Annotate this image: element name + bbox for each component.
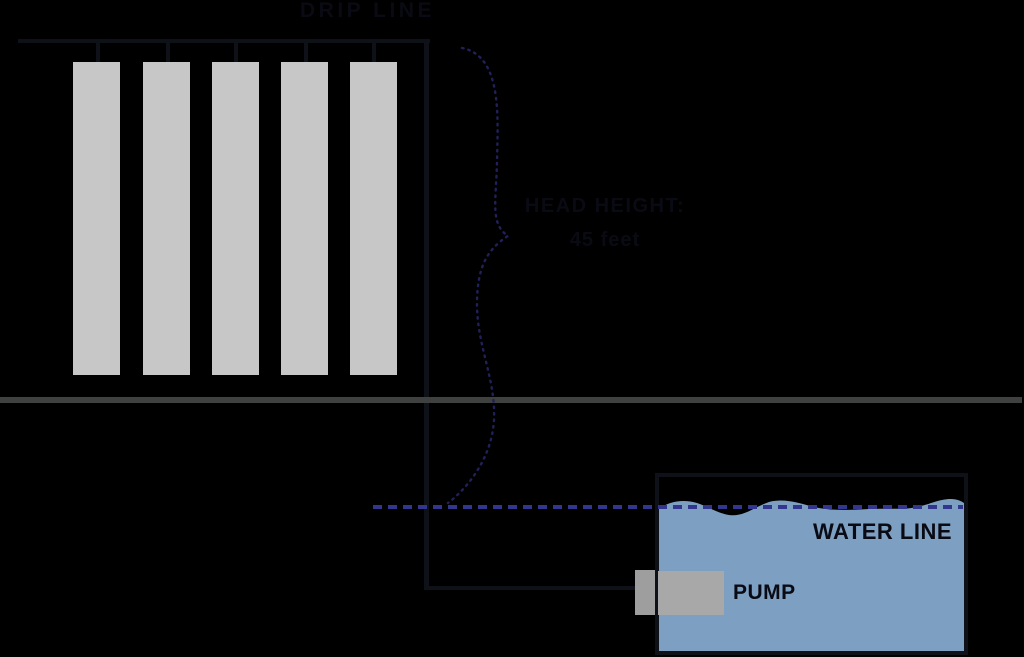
- water-tank: WATER LINE: [655, 473, 968, 655]
- emitter-connector: [166, 40, 170, 76]
- head-height-title: HEAD HEIGHT:: [524, 195, 686, 217]
- supply-pipe-vertical: [424, 39, 429, 590]
- pump-body: [658, 571, 724, 615]
- drip-emitter-bar: [212, 62, 259, 375]
- drip-emitter-bar: [143, 62, 190, 375]
- drip-line-manifold-pipe: [18, 39, 430, 43]
- emitter-connector: [304, 40, 308, 76]
- water-line-label: WATER LINE: [813, 519, 953, 544]
- drip-line-label: DRIP LINE: [300, 0, 435, 22]
- water-tank-interior: WATER LINE: [659, 477, 964, 651]
- drip-emitter-bar: [73, 62, 120, 375]
- drip-emitter-bar: [281, 62, 328, 375]
- head-height-label: HEAD HEIGHT: 45 feet: [517, 195, 693, 252]
- supply-pipe-horizontal: [424, 586, 637, 590]
- emitter-connector: [234, 40, 238, 76]
- pump-inlet-block: [635, 570, 655, 615]
- emitter-connector: [372, 40, 376, 76]
- drip-emitter-bar: [350, 62, 397, 375]
- ground-line: [0, 397, 1022, 403]
- head-height-value: 45 feet: [569, 229, 641, 251]
- water-surface: [659, 499, 964, 651]
- emitter-connector: [96, 40, 100, 76]
- head-height-brace: [446, 46, 511, 505]
- pump-label: PUMP: [733, 581, 796, 604]
